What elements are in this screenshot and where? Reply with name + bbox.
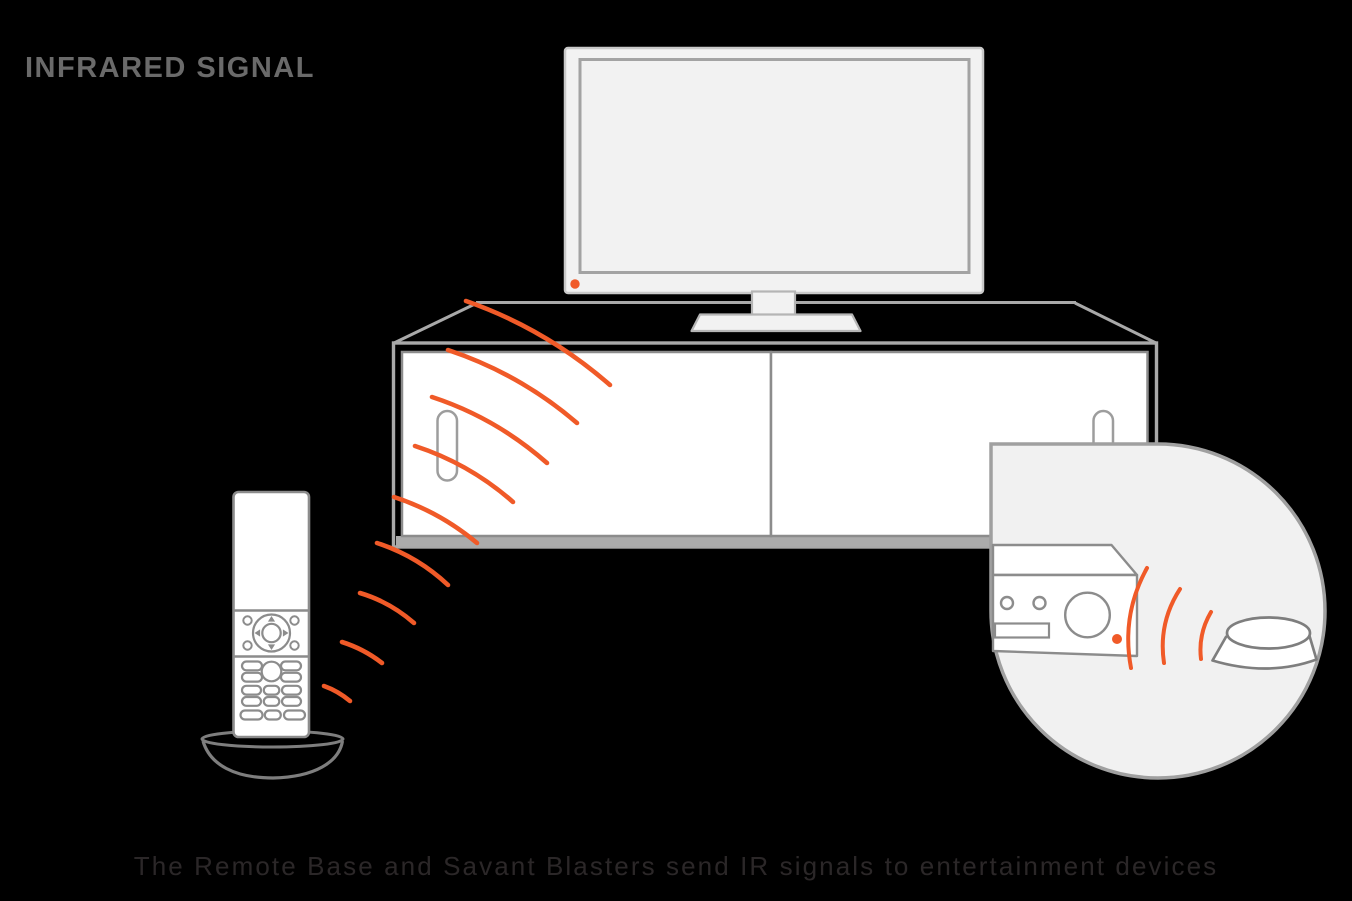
page-title: INFRARED SIGNAL bbox=[25, 52, 315, 84]
tv-stand-base bbox=[690, 313, 862, 333]
dpad-corner-button bbox=[289, 640, 300, 651]
ir-signal-arcs bbox=[321, 298, 613, 704]
keypad-button bbox=[282, 709, 307, 721]
ir-arc bbox=[463, 298, 613, 388]
keypad-button bbox=[263, 709, 282, 721]
ir-arc bbox=[412, 443, 516, 505]
receiver-display-slot bbox=[993, 622, 1051, 639]
tv-ir-receiver-dot bbox=[570, 279, 580, 289]
dpad-corner-button bbox=[242, 615, 253, 626]
ir-arc bbox=[445, 347, 580, 426]
remote-dpad bbox=[242, 613, 300, 653]
cradle-bowl bbox=[201, 740, 345, 780]
dpad-down-arrow-icon bbox=[267, 644, 276, 650]
ir-arc bbox=[339, 639, 385, 666]
dpad-ok-button bbox=[261, 622, 282, 644]
dpad-ring bbox=[251, 613, 292, 653]
keypad-button bbox=[262, 695, 281, 707]
keypad-button bbox=[240, 695, 263, 707]
dpad-corner-button bbox=[289, 615, 300, 626]
keypad-button bbox=[239, 709, 264, 721]
cabinet-top-left-perspective-edge bbox=[393, 301, 478, 345]
receiver-knob bbox=[1063, 591, 1111, 639]
ir-arc bbox=[357, 590, 417, 626]
ir-arc bbox=[391, 494, 480, 546]
magnifier-shape bbox=[989, 442, 1327, 780]
caption-text: The Remote Base and Savant Blasters send… bbox=[133, 851, 1219, 881]
receiver-small-button bbox=[999, 595, 1015, 611]
savant-blaster bbox=[1211, 616, 1318, 670]
ir-arc bbox=[429, 394, 550, 466]
cabinet-left-door bbox=[400, 350, 773, 538]
tv-bezel bbox=[563, 46, 985, 295]
tv-stand-neck bbox=[750, 290, 797, 319]
cabinet-top-right-perspective-edge bbox=[1074, 301, 1157, 345]
left-door-handle bbox=[436, 409, 459, 482]
ir-arc bbox=[1198, 610, 1213, 661]
dpad-up-arrow-icon bbox=[267, 616, 276, 622]
remote-control bbox=[200, 490, 345, 780]
receiver-ir-window-dot bbox=[1112, 634, 1122, 644]
blaster-top bbox=[1225, 616, 1312, 650]
dpad-right-arrow-icon bbox=[282, 629, 289, 637]
keypad-button bbox=[240, 684, 263, 696]
ir-arc bbox=[374, 540, 451, 588]
keypad-button bbox=[262, 684, 281, 696]
keypad-round-button bbox=[260, 660, 283, 683]
keypad-button bbox=[279, 660, 303, 672]
tv-screen bbox=[578, 58, 971, 274]
tv bbox=[563, 46, 985, 333]
keypad-button bbox=[240, 660, 264, 672]
receiver-small-button bbox=[1032, 595, 1047, 611]
keypad-button bbox=[279, 671, 303, 683]
keypad-button bbox=[280, 695, 303, 707]
cabinet-base-strip bbox=[396, 536, 1154, 546]
keypad-button bbox=[240, 671, 264, 683]
ir-arc bbox=[1160, 587, 1182, 665]
remote-keypad bbox=[239, 660, 307, 721]
ir-arc bbox=[321, 683, 353, 704]
receiver-top-face bbox=[991, 543, 1139, 577]
dpad-corner-button bbox=[242, 640, 253, 651]
av-receiver bbox=[991, 543, 1139, 658]
dpad-left-arrow-icon bbox=[254, 629, 261, 637]
ir-arc bbox=[1126, 566, 1149, 670]
blaster-ir-arcs bbox=[1126, 566, 1213, 670]
magnifier-circle bbox=[989, 442, 1327, 780]
keypad-button bbox=[280, 684, 303, 696]
